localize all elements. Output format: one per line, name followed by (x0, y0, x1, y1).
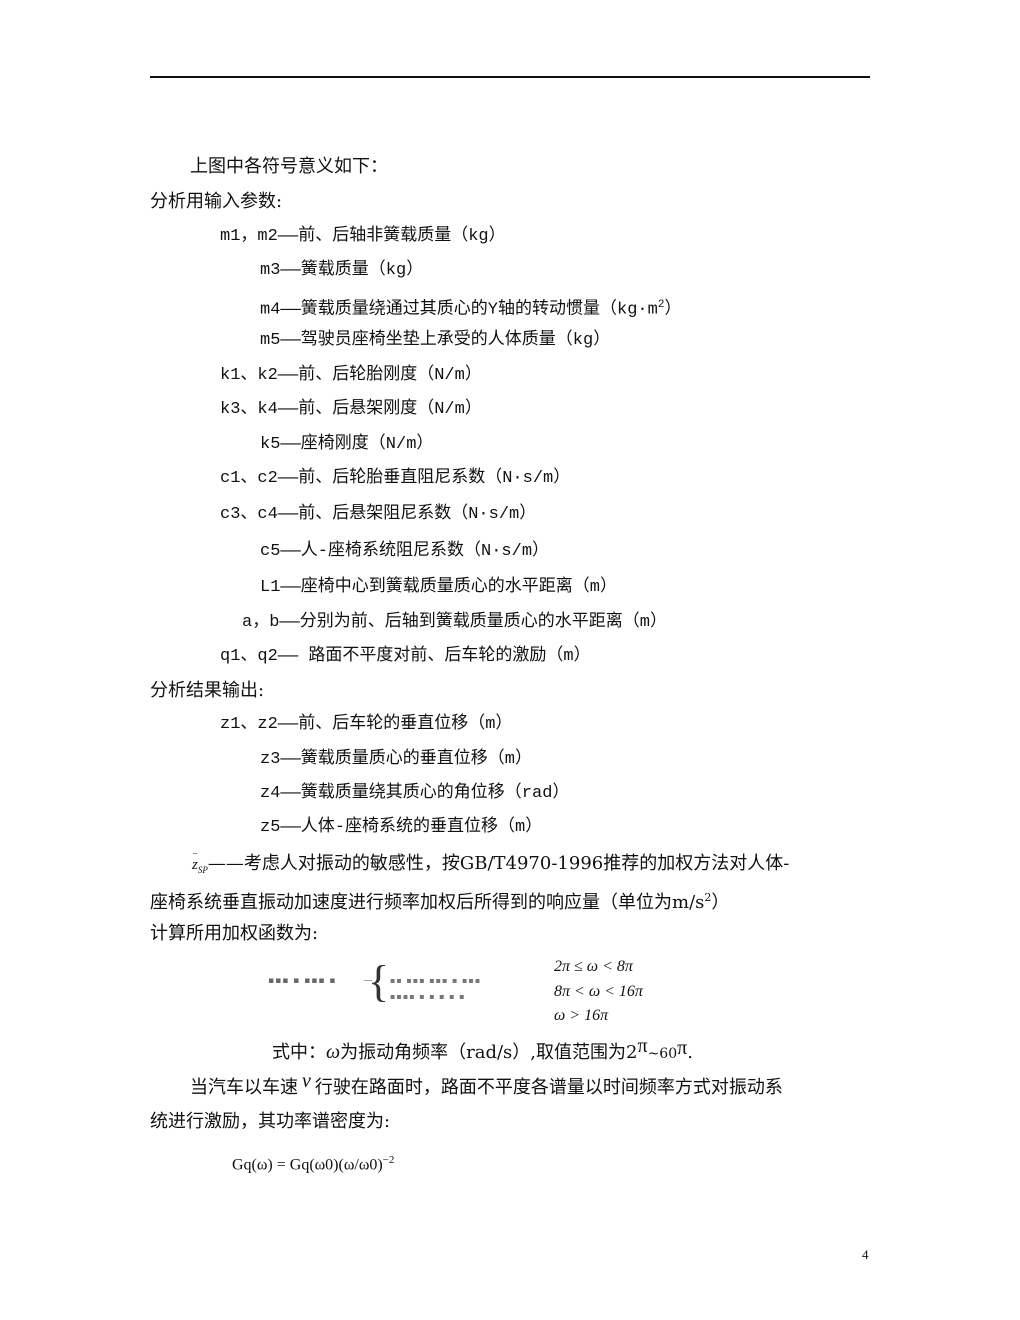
input-item: L1——座椅中心到簧载质量质心的水平距离（m） (260, 578, 618, 597)
brace-icon: { (368, 957, 390, 1006)
input-item: c1、c2——前、后轮胎垂直阻尼系数（N·s/m） (220, 469, 571, 488)
output-item: z3——簧载质量质心的垂直位移（m） (260, 750, 533, 769)
weight-function-image: ▪▪▪ ▪ ▪▪▪ ▪ — (268, 976, 374, 986)
condition: ω > 16π (554, 1007, 609, 1024)
input-item: a，b——分别为前、后轴到簧载质量质心的水平距离（m） (242, 613, 668, 632)
weight-case-image: ▪▪▪▪ ▪ ▪ ▪ ▪ ▪ (390, 992, 466, 1001)
speed-paragraph-cont: 统进行激励，其功率谱密度为: (150, 1111, 391, 1132)
input-item: m3——簧载质量（kg） (260, 261, 424, 280)
omega-description: 式中：ω为振动角频率（rad/s）,取值范围为2π~60π. (272, 1035, 693, 1063)
input-item-m4: m4——簧载质量绕通过其质心的Y轴的转动惯量（kg·m2） (260, 299, 682, 320)
header-rule (150, 76, 870, 78)
input-item: k1、k2——前、后轮胎刚度（N/m） (220, 366, 482, 385)
output-item: z5——人体-座椅系统的垂直位移（m） (260, 818, 543, 837)
condition: 2π ≤ ω < 8π (554, 958, 633, 975)
zsp-description: ¨zSP——考虑人对振动的敏感性，按GB/T4970-1996推荐的加权方法对人… (192, 849, 790, 875)
zsp-symbol: ¨zSP (192, 849, 208, 875)
zsp-description-cont: 座椅系统垂直振动加速度进行频率加权后所得到的响应量（单位为m/s2） (150, 891, 730, 913)
input-item: m1，m2——前、后轴非簧载质量（kg） (220, 227, 506, 246)
input-item: c3、c4——前、后悬架阻尼系数（N·s/m） (220, 505, 537, 524)
condition: 8π < ω < 16π (554, 983, 643, 1000)
output-item: z1、z2——前、后车轮的垂直位移（m） (220, 715, 513, 734)
input-item: k3、k4——前、后悬架刚度（N/m） (220, 400, 482, 419)
weight-heading: 计算所用加权函数为: (150, 923, 319, 944)
input-item: c5——人-座椅系统阻尼系数（N·s/m） (260, 542, 550, 561)
page-number: 4 (862, 1247, 869, 1262)
input-item: q1、q2—— 路面不平度对前、后车轮的激励（m） (220, 647, 591, 666)
psd-formula: Gq(ω) = Gq(ω0)(ω/ω0)−2 (232, 1154, 395, 1174)
weight-case-image: ▪▪ ▪▪▪ ▪▪▪ ▪ ▪▪▪ (390, 976, 482, 985)
input-item: m5——驾驶员座椅坐垫上承受的人体质量（kg） (260, 331, 611, 350)
output-heading: 分析结果输出: (150, 680, 265, 701)
intro-text: 上图中各符号意义如下： (190, 156, 388, 177)
input-item: k5——座椅刚度（N/m） (260, 435, 434, 454)
output-item: z4——簧载质量绕其质心的角位移（rad） (260, 784, 570, 803)
input-heading: 分析用输入参数: (150, 191, 283, 212)
